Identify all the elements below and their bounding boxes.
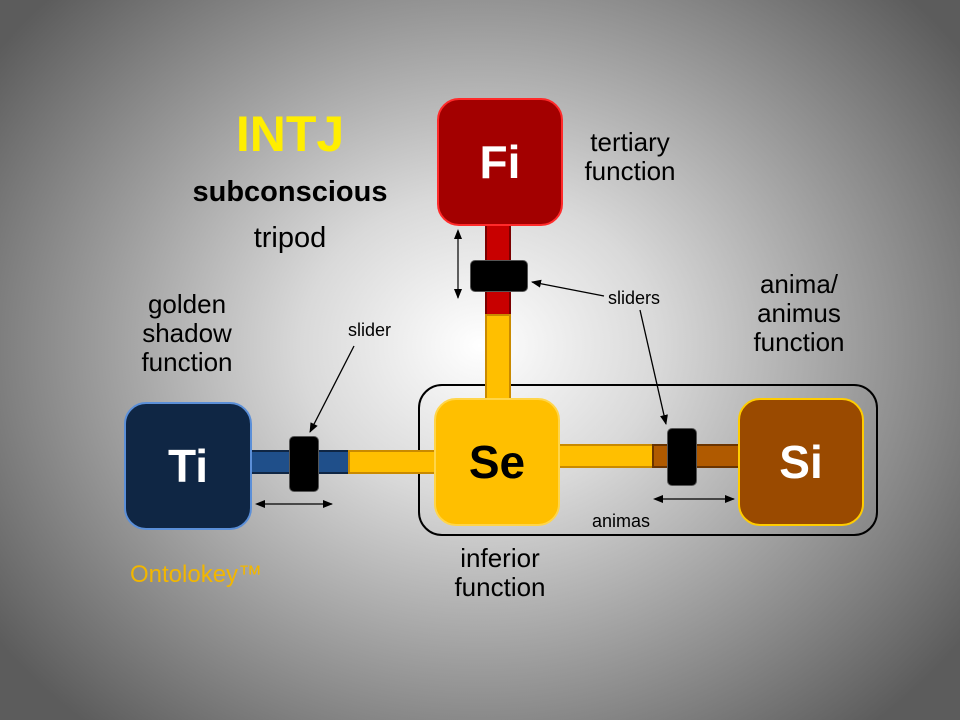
- slider-pointer-arrow: [309, 345, 355, 433]
- ti-label-line3: function: [141, 347, 233, 378]
- fi-connector-yellow: [485, 314, 511, 402]
- ti-code: Ti: [167, 440, 209, 492]
- si-connector-yellow: [558, 444, 654, 468]
- slider-annotation: slider: [348, 320, 392, 340]
- si-label-line1: anima/: [759, 269, 839, 299]
- ti-connector-yellow: [348, 450, 438, 474]
- se-function-box: Se: [434, 398, 560, 526]
- si-label-line2: animus: [757, 298, 841, 329]
- se-label: inferior function: [432, 543, 568, 603]
- diagram-title: INTJ: [235, 106, 345, 162]
- sliders-pointer-si-arrow: [639, 309, 668, 425]
- brand-mark: Ontolokey™: [130, 561, 263, 588]
- fi-slider-knob: [470, 260, 528, 292]
- fi-label-line1: tertiary: [590, 127, 670, 157]
- ti-function-box: Ti: [124, 402, 252, 530]
- si-function-box: Si: [738, 398, 864, 526]
- ti-label-line2: shadow: [142, 318, 232, 349]
- se-label-line2: function: [454, 572, 546, 603]
- fi-function-box: Fi: [437, 98, 563, 226]
- fi-label-line2: function: [584, 156, 676, 187]
- ti-label: golden shadow function: [124, 289, 250, 378]
- si-label-line3: function: [753, 327, 845, 358]
- subtitle: tripod: [253, 222, 327, 254]
- ti-label-line1: golden: [147, 289, 227, 319]
- animas-annotation: animas: [592, 511, 651, 531]
- fi-code: Fi: [479, 136, 521, 188]
- sliders-annotation: sliders: [608, 288, 661, 308]
- subtitle-bold: subconscious: [192, 176, 388, 208]
- se-code: Se: [468, 436, 526, 488]
- si-label: anima/ animus function: [728, 269, 870, 358]
- fi-label: tertiary function: [568, 127, 692, 187]
- ti-slider-knob: [289, 436, 319, 492]
- si-slider-knob: [667, 428, 697, 486]
- sliders-pointer-fi-arrow: [531, 279, 605, 297]
- se-label-line1: inferior: [460, 543, 540, 573]
- si-code: Si: [779, 436, 823, 488]
